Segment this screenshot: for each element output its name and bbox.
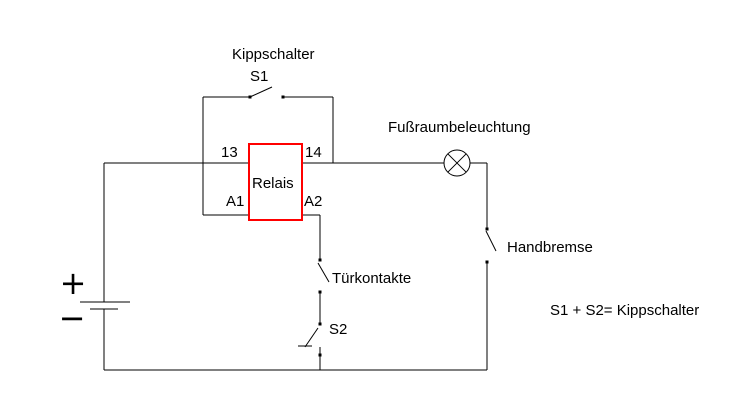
switch-handbremse-contact-bottom <box>485 260 489 264</box>
switch-handbremse-icon <box>485 227 497 264</box>
battery-icon: + − <box>59 264 130 337</box>
switch-tuerkontakte-blade <box>317 262 330 283</box>
terminal-13-label: 13 <box>221 144 238 161</box>
switch-s1-contact-right <box>281 95 285 99</box>
relay-label: Relais <box>252 175 294 192</box>
switch-s1-blade <box>249 86 273 98</box>
fussraumbeleuchtung-label: Fußraumbeleuchtung <box>388 119 531 136</box>
switch-s1-contact-left <box>248 95 252 99</box>
lamp-cross-2 <box>447 153 467 173</box>
switch-handbremse-contact-top <box>485 227 489 231</box>
kippschalter-label: Kippschalter <box>232 46 315 63</box>
battery-minus-label: − <box>59 299 86 337</box>
relay-box: Relais <box>248 143 303 221</box>
note-label: S1 + S2= Kippschalter <box>550 302 699 319</box>
switch-s2-icon <box>298 322 322 357</box>
terminal-a1-label: A1 <box>226 193 244 210</box>
wires <box>103 96 488 371</box>
terminal-a2-label: A2 <box>304 193 322 210</box>
switch-s2-contact-bottom <box>318 353 322 357</box>
tuerkontakte-label: Türkontakte <box>332 270 411 287</box>
switch-s2-contact-top <box>318 322 322 326</box>
s2-label: S2 <box>329 321 347 338</box>
handbremse-label: Handbremse <box>507 239 593 256</box>
lamp-icon <box>443 149 471 177</box>
switch-handbremse-blade <box>485 230 497 252</box>
battery-plus-label: + <box>60 264 87 302</box>
relay-box-outline <box>248 143 303 221</box>
switch-s1-icon <box>248 86 285 99</box>
terminal-14-label: 14 <box>305 144 322 161</box>
switch-s2-blade <box>304 327 319 348</box>
s1-label: S1 <box>250 68 268 85</box>
switch-tuerkontakte-contact-bottom <box>318 290 322 294</box>
switch-tuerkontakte-contact-top <box>318 258 322 262</box>
switch-tuerkontakte-icon <box>317 258 330 294</box>
